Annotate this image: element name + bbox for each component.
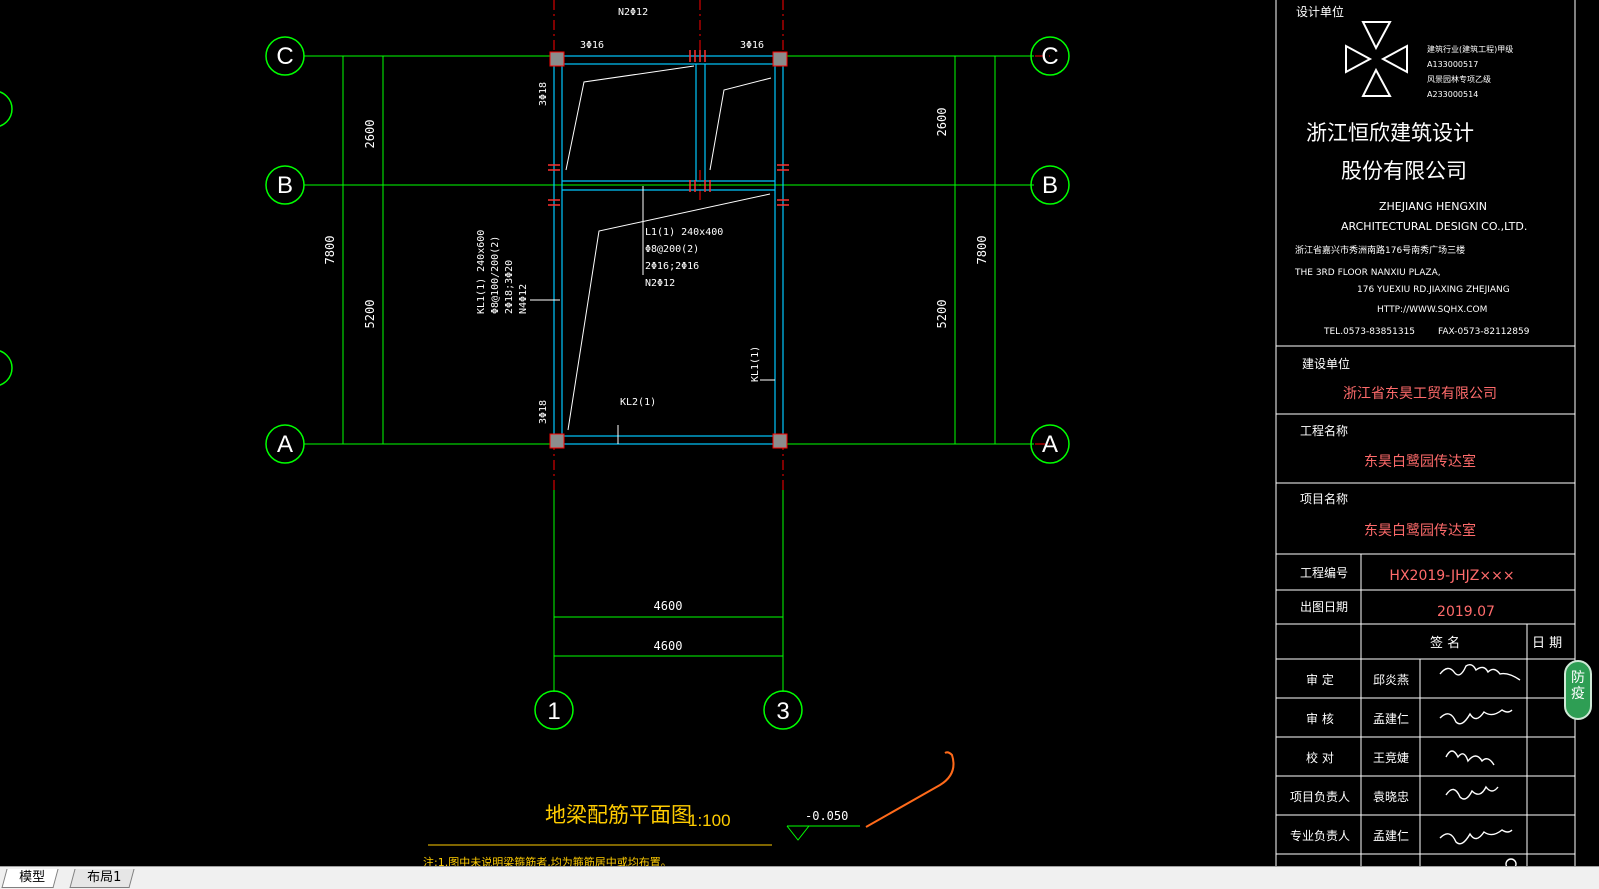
axis-label-3: 3 [776, 698, 789, 725]
tb-company-en-2: ARCHITECTURAL DESIGN CO.,LTD. [1341, 220, 1527, 233]
tb-name-3: 袁晓忠 [1373, 790, 1409, 804]
axis-label-b-right: B [1042, 172, 1058, 199]
company-logo [1345, 21, 1408, 97]
signatures [1439, 663, 1521, 866]
label-kl1-c: 2Φ18;3Φ20 [504, 260, 515, 314]
tb-name-4: 孟建仁 [1373, 829, 1409, 843]
axis-label-b-left: B [277, 172, 293, 199]
label-kl1-a: KL1(1) 240x600 [476, 230, 487, 314]
tab-layout1-label: 布局1 [87, 870, 122, 885]
axis-lines-green [304, 55, 1034, 692]
tb-date-label: 出图日期 [1300, 600, 1348, 614]
dim-4600-lower: 4600 [654, 639, 683, 653]
tb-sign-header: 签 名 [1430, 635, 1460, 651]
tb-fax: FAX-0573-82112859 [1438, 327, 1530, 337]
tb-item-value: 东昊白鹭园传达室 [1364, 522, 1476, 539]
tb-cert-1: 建筑行业(建筑工程)甲级 [1427, 44, 1513, 54]
drawing-title: 地梁配筋平面图 [545, 803, 692, 827]
dim-4600-upper: 4600 [654, 599, 683, 613]
tb-role-4: 专业负责人 [1290, 828, 1350, 843]
axis-label-a-left: A [277, 431, 293, 458]
label-top-left-rebar: 3Φ16 [580, 40, 604, 51]
tb-address-cn: 浙江省嘉兴市秀洲南路176号南秀广场三楼 [1295, 244, 1465, 256]
tb-name-2: 王竞婕 [1373, 751, 1409, 765]
axis-bubbles [265, 36, 1070, 730]
tb-url: HTTP://WWW.SQHX.COM [1377, 305, 1487, 315]
dim-2600-right: 2600 [935, 108, 949, 137]
tb-date-value: 2019.07 [1437, 604, 1495, 620]
label-top-n: N2Φ12 [618, 7, 648, 18]
tb-address-en-2: 176 YUEXIU RD.JIAXING ZHEJIANG [1357, 285, 1510, 295]
offscreen-axis-bubbles [0, 91, 13, 386]
tab-model[interactable]: 模型 [1, 869, 59, 888]
dim-2600-left: 2600 [363, 120, 377, 149]
tb-date-header: 日 期 [1532, 636, 1562, 651]
tb-project-label: 工程名称 [1300, 423, 1348, 438]
axis-label-1: 1 [547, 698, 560, 725]
tb-tel: TEL.0573-83851315 [1323, 327, 1415, 337]
label-kl1-d: N4Φ12 [518, 284, 529, 314]
axis-label-a-right: A [1042, 431, 1058, 458]
tb-cert-1-no: A133000517 [1427, 60, 1478, 69]
label-kl1-b: Φ8@100/200(2) [490, 236, 501, 314]
tb-client-label: 建设单位 [1302, 356, 1350, 371]
dim-7800-right: 7800 [975, 236, 989, 265]
tb-role-0: 审 定 [1306, 672, 1334, 687]
tb-cert-2-no: A233000514 [1427, 90, 1478, 99]
label-kl1-right: KL1(1) [750, 346, 761, 382]
drawing-title-block: 地梁配筋平面图 1:100 注:1.图中未说明梁箍筋者,均为箍筋居中或均布置。 … [423, 803, 860, 866]
tb-role-3: 项目负责人 [1290, 790, 1350, 804]
tab-model-label: 模型 [19, 870, 46, 885]
tb-name-1: 孟建仁 [1373, 712, 1409, 726]
label-l1-b: Φ8@200(2) [645, 244, 699, 255]
tb-role-2: 校 对 [1306, 750, 1334, 765]
label-top-right-rebar: 3Φ16 [740, 40, 764, 51]
tb-project-value: 东昊白鹭园传达室 [1364, 453, 1476, 470]
tb-company-en-1: ZHEJIANG HENGXIN [1379, 200, 1487, 213]
axis-label-c-left: C [276, 43, 293, 70]
label-l1-d: N2Φ12 [645, 278, 675, 289]
tab-layout1[interactable]: 布局1 [69, 869, 135, 888]
label-kl2: KL2(1) [620, 397, 656, 408]
tb-cert-2: 风景园林专项乙级 [1427, 74, 1491, 84]
layout-tab-bar: 模型 布局1 [0, 866, 1599, 889]
tb-name-0: 邱炎燕 [1373, 673, 1409, 687]
label-l1-a: L1(1) 240x400 [645, 227, 723, 238]
leader-lines [530, 65, 775, 444]
tb-client-value: 浙江省东昊工贸有限公司 [1343, 386, 1497, 402]
tb-design-unit-label: 设计单位 [1296, 4, 1344, 19]
tb-company-cn-1: 浙江恒欣建筑设计 [1306, 121, 1474, 145]
tb-item-label: 项目名称 [1300, 491, 1348, 506]
tb-address-en-1: THE 3RD FLOOR NANXIU PLAZA, [1294, 268, 1441, 278]
label-left-top-rebar: 3Φ18 [538, 82, 549, 106]
dim-5200-right: 5200 [935, 300, 949, 329]
rebar-ticks [548, 50, 789, 206]
dim-7800-left: 7800 [323, 236, 337, 265]
title-block [1275, 0, 1576, 866]
label-l1-c: 2Φ16;2Φ16 [645, 261, 699, 272]
axis-label-c-right: C [1041, 43, 1058, 70]
drawing-note: 注:1.图中未说明梁箍筋者,均为箍筋居中或均布置。 [423, 855, 672, 866]
epidemic-badge-button[interactable]: 防疫 [1564, 660, 1592, 720]
cad-drawing-canvas[interactable]: C B A C B A 1 3 2600 5200 7800 2600 5200… [0, 0, 1599, 866]
beam-outlines [553, 55, 784, 445]
tb-company-cn-2: 股份有限公司 [1341, 159, 1467, 183]
tb-role-1: 审 核 [1306, 711, 1334, 726]
tb-number-label: 工程编号 [1300, 565, 1348, 580]
columns [549, 51, 788, 449]
dim-5200-left: 5200 [363, 300, 377, 329]
tb-number-value: HX2019-JHJZ××× [1389, 568, 1514, 584]
level-mark: -0.050 [805, 809, 848, 823]
markup-stroke [865, 751, 955, 828]
drawing-scale: 1:100 [688, 811, 731, 830]
label-left-bottom-rebar: 3Φ18 [538, 400, 549, 424]
